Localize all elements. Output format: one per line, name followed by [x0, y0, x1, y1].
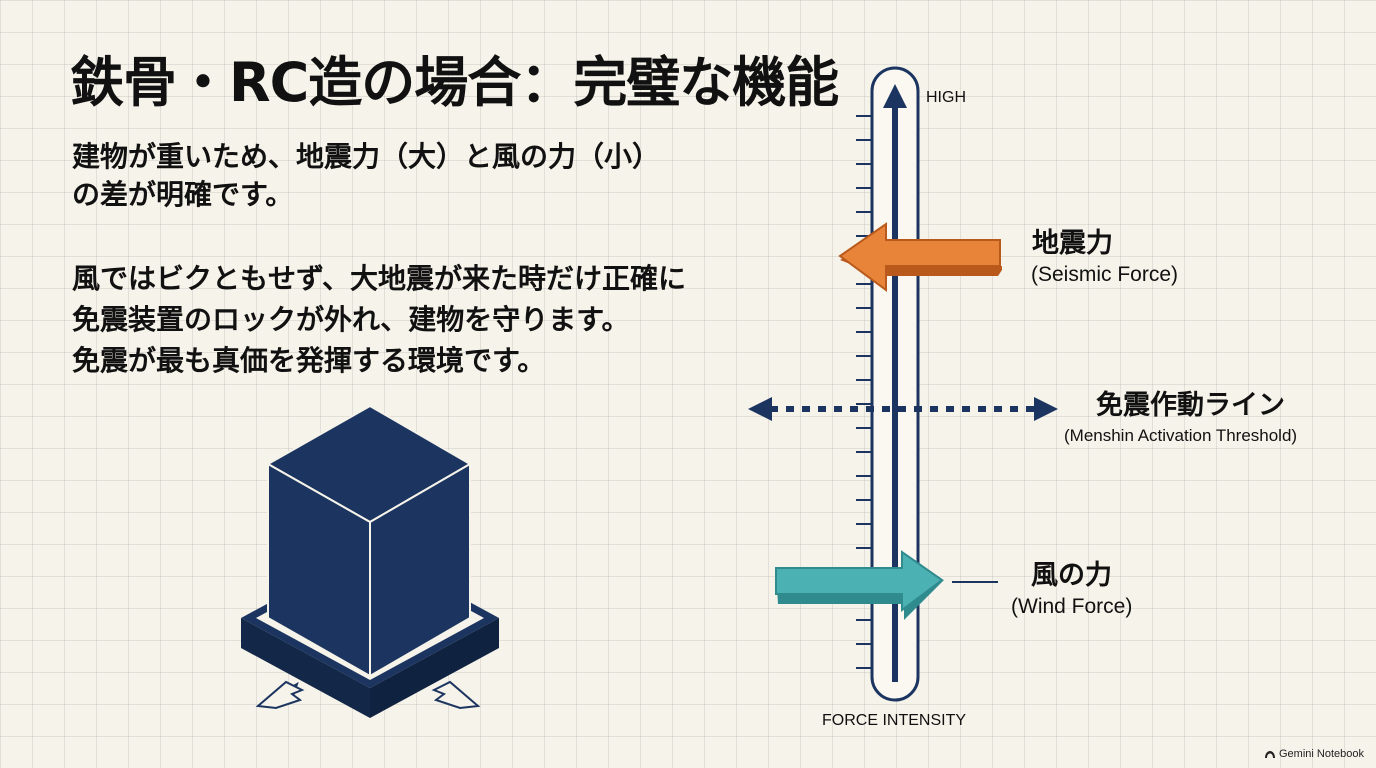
threshold-right-arrowhead-icon	[1034, 397, 1058, 421]
seismic-force-arrow	[838, 222, 1002, 292]
wind-label-en: (Wind Force)	[1011, 595, 1133, 618]
base-plate-left-side	[241, 618, 370, 718]
building-illustration	[241, 404, 499, 718]
body-line: 免震が最も真価を発揮する環境です。	[72, 344, 546, 377]
lead-line: の差が明確です。	[72, 178, 294, 211]
body-text: 風ではビクともせず、大地震が来た時だけ正確に 免震装置のロックが外れ、建物を守り…	[72, 258, 686, 381]
ground-arrow-right-icon	[431, 680, 481, 710]
lead-text: 建物が重いため、地震力（大）と風の力（小） の差が明確です。	[72, 138, 660, 214]
scale-top-label: HIGH	[926, 89, 966, 106]
seismic-arrow-body	[838, 222, 1001, 292]
wind-arrow-body	[775, 550, 944, 612]
wind-label-jp: 風の力	[1031, 560, 1112, 591]
brand-text: Gemini Notebook	[1279, 748, 1364, 760]
wind-force-arrow	[775, 550, 998, 620]
page-title: 鉄骨・RC造の場合：完璧な機能	[70, 51, 839, 114]
building-right-face	[369, 462, 471, 678]
seismic-label-en: (Seismic Force)	[1031, 263, 1179, 286]
base-plate-right-side	[370, 618, 499, 718]
lead-line: 建物が重いため、地震力（大）と風の力（小）	[72, 140, 661, 173]
body-line: 免震装置のロックが外れ、建物を守ります。	[72, 303, 630, 336]
scale-bottom-label: FORCE INTENSITY	[822, 712, 967, 729]
gemini-notebook-icon	[1265, 750, 1275, 758]
threshold-arrow	[748, 397, 1058, 421]
threshold-label-en: (Menshin Activation Threshold)	[1064, 426, 1298, 445]
threshold-left-arrowhead-icon	[748, 397, 772, 421]
threshold-label-jp: 免震作動ライン	[1096, 390, 1285, 421]
ground-arrow-left-icon	[255, 680, 305, 710]
brand-watermark: Gemini Notebook	[1264, 748, 1364, 760]
body-line: 風ではビクともせず、大地震が来た時だけ正確に	[72, 262, 687, 295]
scale-up-arrow-icon	[883, 84, 907, 108]
seismic-label-jp: 地震力	[1032, 228, 1113, 259]
